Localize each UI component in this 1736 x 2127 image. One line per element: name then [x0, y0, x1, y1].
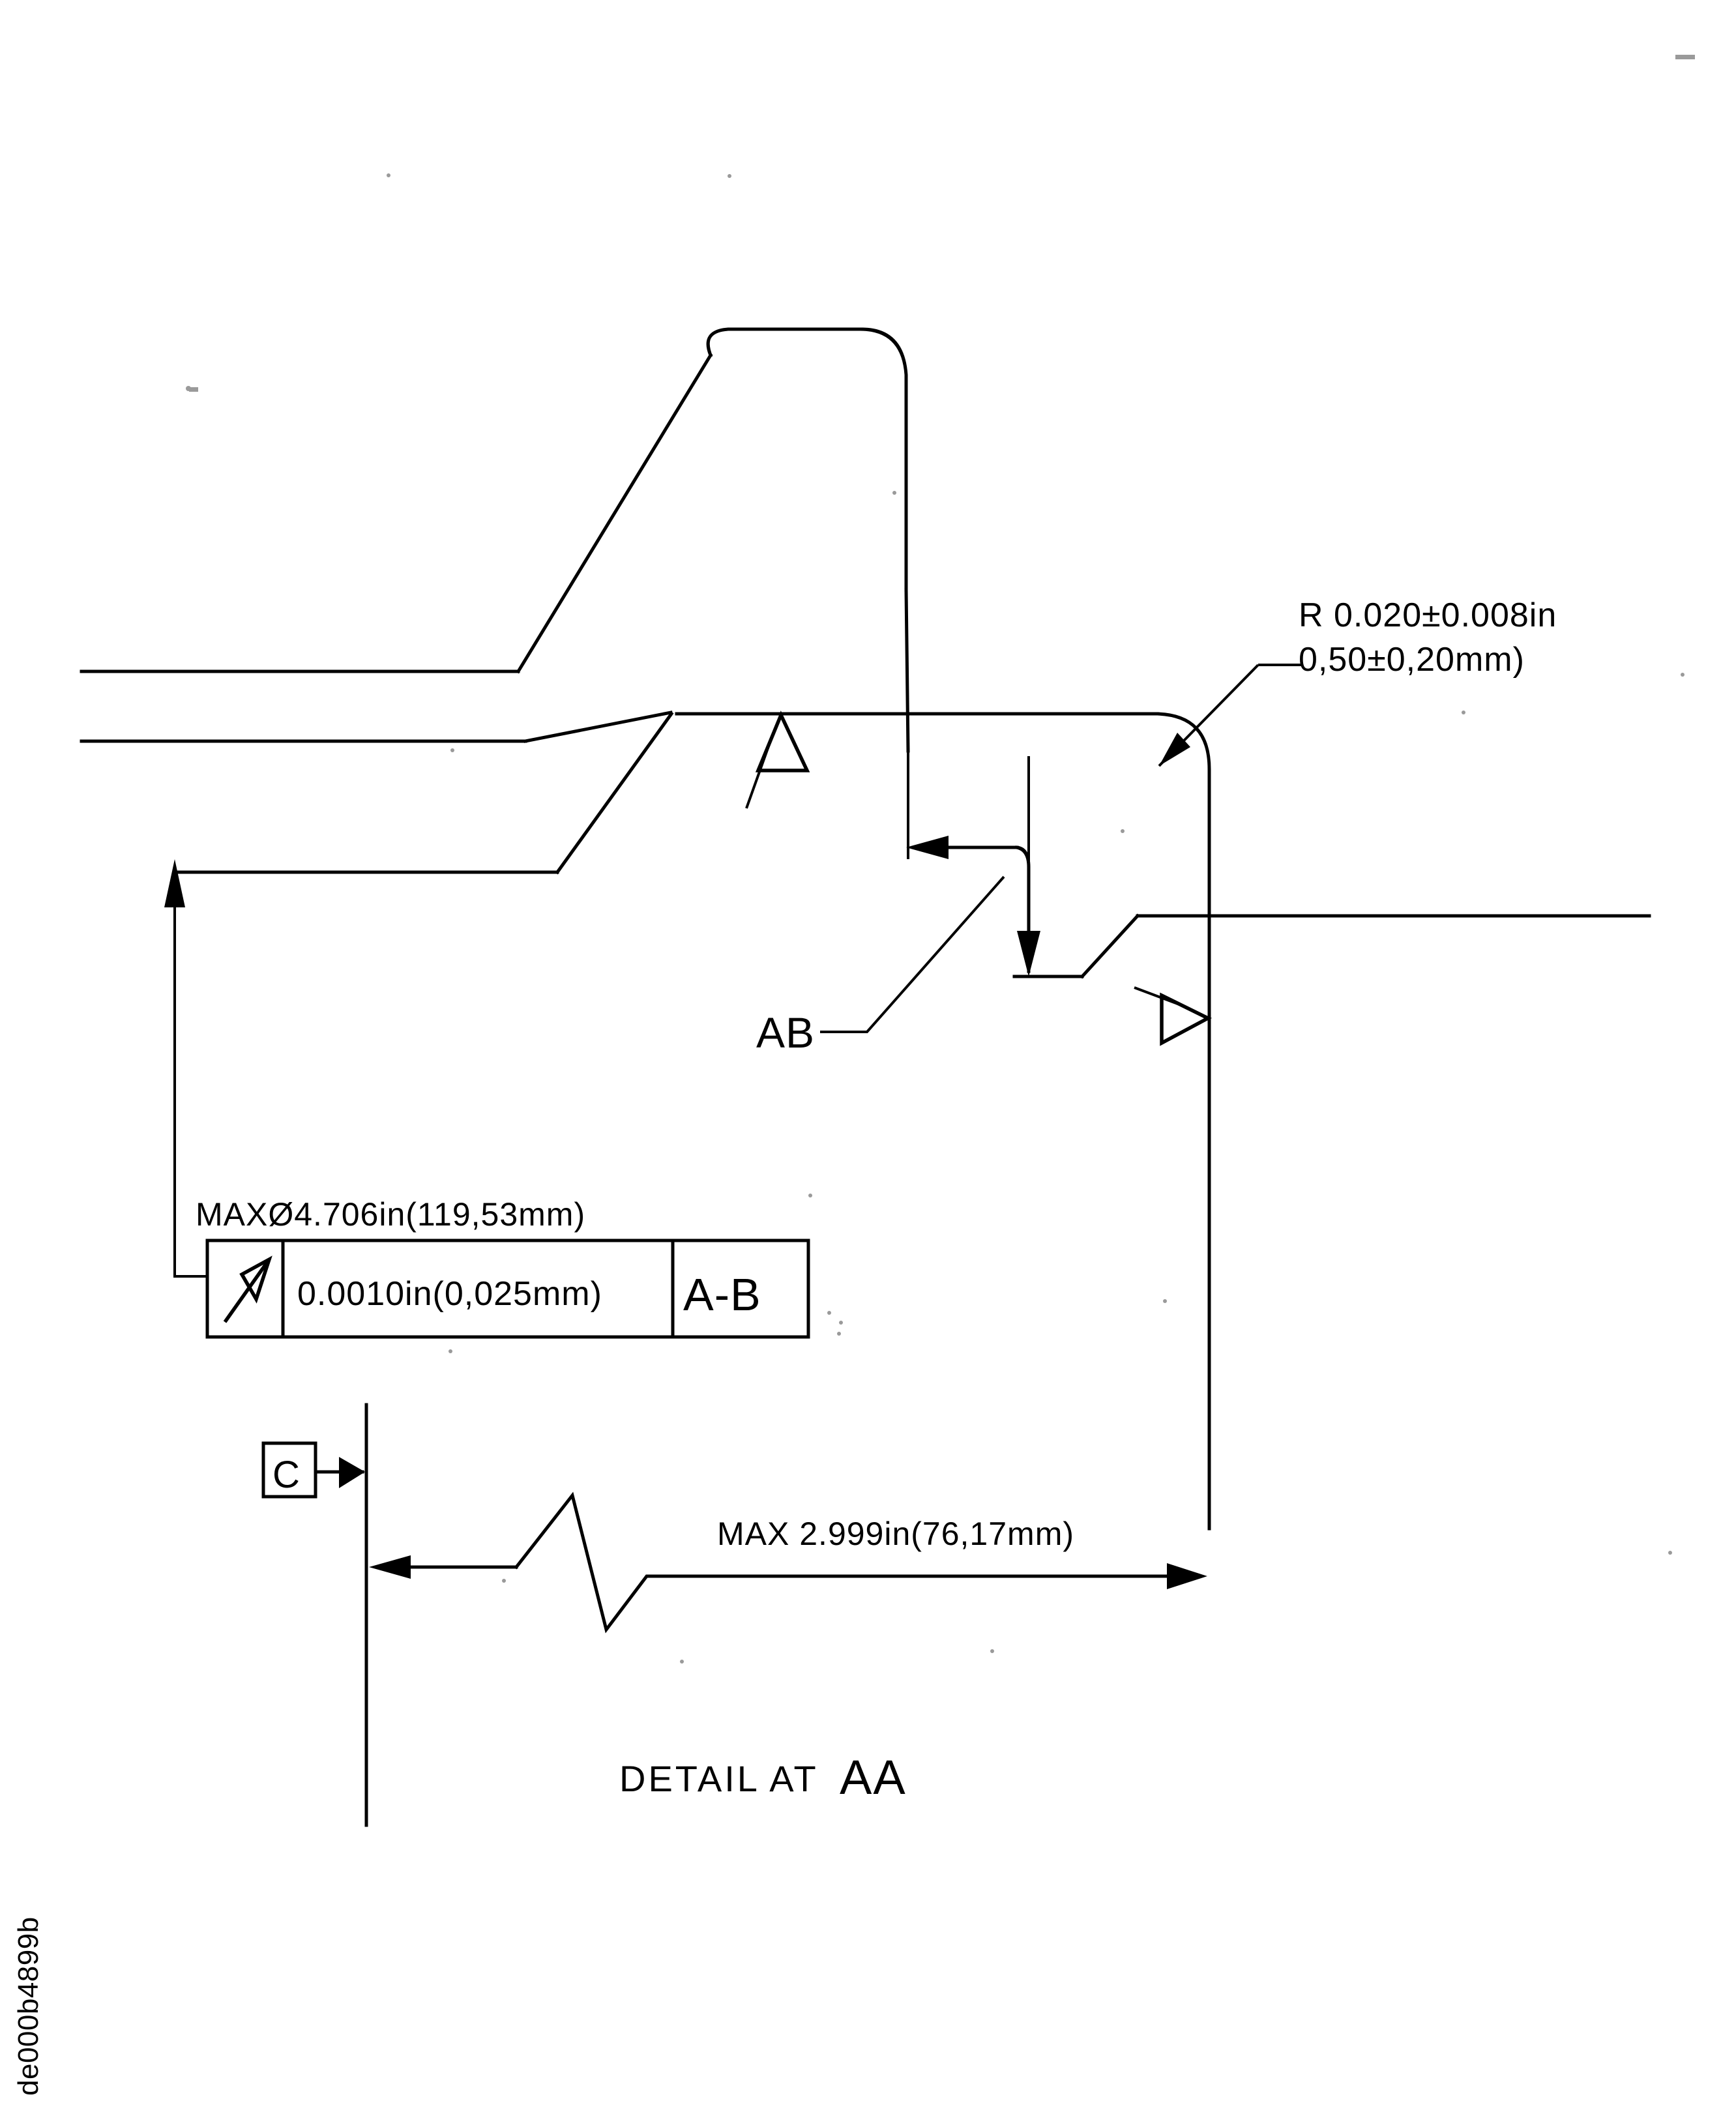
fcf-datum-reference: A-B: [683, 1269, 761, 1320]
diameter-extension-line: [164, 859, 207, 1278]
part-profile: [80, 327, 1651, 1531]
datum-feature-c: [261, 1441, 365, 1499]
fcf-tolerance-value: 0.0010in(0,025mm): [297, 1275, 602, 1313]
groove-dimension-arrows: [906, 756, 1040, 976]
datum-triangle-lower: [1134, 986, 1213, 1046]
max-diameter-note: MAXØ4.706in(119,53mm): [196, 1196, 585, 1233]
ab-section-leader: [820, 875, 1005, 1033]
feature-control-frame: [205, 1239, 810, 1339]
total-runout-icon: [223, 1255, 272, 1323]
detail-title-prefix: DETAIL AT: [619, 1758, 819, 1799]
datum-c-label: C: [272, 1454, 301, 1496]
length-dimension-line: [369, 1491, 1207, 1634]
datum-triangle-upper: [745, 711, 810, 809]
scan-speckles: [186, 55, 1695, 1664]
document-id: de000b4899b: [12, 1916, 44, 2096]
section-label-ab: AB: [756, 1008, 815, 1057]
radius-callout-line1: R 0.020±0.008in: [1299, 596, 1557, 634]
radius-callout-leader: [1158, 664, 1302, 767]
length-dimension-text: MAX 2.999in(76,17mm): [717, 1516, 1074, 1552]
radius-callout-line2: 0,50±0,20mm): [1299, 641, 1525, 679]
detail-title-suffix: AA: [840, 1750, 907, 1804]
